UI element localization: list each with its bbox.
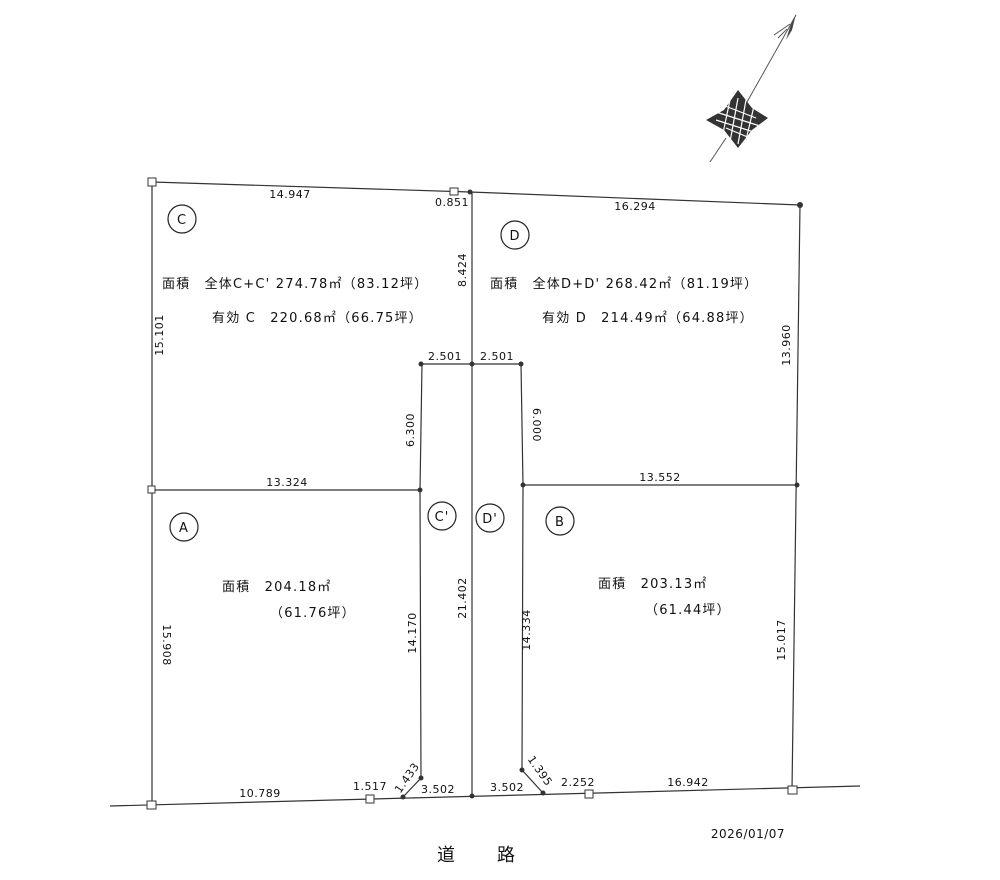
lot-c-prime-label: C' [435,510,450,525]
lot-boundaries [109,181,861,807]
lot-b-label: B [555,515,565,530]
dim-bottom-left: 10.789 [239,787,281,800]
corner-markers [146,177,803,810]
dim-bottom-center-right: 3.502 [490,781,524,794]
dim-right-upper: 13.960 [780,324,793,366]
dim-left-lower: 15.908 [160,624,173,666]
north-arrow-icon [706,14,797,163]
dim-top-right: 16.294 [614,200,656,213]
dim-center-lower: 21.402 [456,577,469,619]
dim-center-upper: 8.424 [456,253,469,287]
dim-top-gap: 0.851 [435,196,469,209]
lot-a-area: 面積 204.18㎡ [222,580,332,595]
lot-d-prime-label: D' [482,512,498,527]
dim-stub-left-width: 2.501 [428,350,462,363]
dim-stub-right-height: 6.000 [530,408,543,442]
lot-c-label: C [177,213,187,228]
dim-divider-right: 13.552 [639,471,681,484]
lot-markers: C D A B C' D' [167,204,575,542]
lot-b-area: 面積 203.13㎡ [598,577,708,592]
drawing-date: 2026/01/07 [711,827,785,841]
dim-flag-right-pole: 14.334 [520,609,533,651]
dim-right-lower: 15.017 [775,619,788,661]
lot-a-area-tsubo: （61.76坪） [270,606,356,621]
dim-flag-left-pole: 14.170 [406,612,419,654]
road-label: 道 路 [437,845,527,866]
dim-stub-left-height: 6.300 [404,413,417,447]
lot-c-area-total: 面積 全体C+C' 274.78㎡（83.12坪） [162,276,428,292]
dim-left-upper: 15.101 [153,314,166,356]
lot-c-area-effective: 有効 C 220.68㎡（66.75坪） [212,311,423,326]
dim-chamfer-right: 1.395 [525,753,555,788]
lot-d-label: D [509,229,520,244]
dim-bottom-right: 16.942 [667,776,709,789]
dim-chamfer-left: 1.433 [392,760,422,795]
lot-b-area-tsubo: （61.44坪） [645,603,731,618]
lot-d-area-effective: 有効 D 214.49㎡（64.88坪） [542,311,754,326]
dim-bottom-center-left: 3.502 [421,783,455,796]
dim-stub-right-width: 2.501 [480,350,514,363]
lot-a-label: A [179,521,189,536]
dim-top-left: 14.947 [269,188,311,201]
area-annotations: 面積 全体C+C' 274.78㎡（83.12坪） 有効 C 220.68㎡（6… [162,276,758,621]
dim-bottom-corner-right: 2.252 [561,776,595,789]
lot-d-area-total: 面積 全体D+D' 268.42㎡（81.19坪） [490,276,758,292]
dim-divider-left: 13.324 [266,476,308,489]
dim-bottom-corner-left: 1.517 [353,780,387,793]
